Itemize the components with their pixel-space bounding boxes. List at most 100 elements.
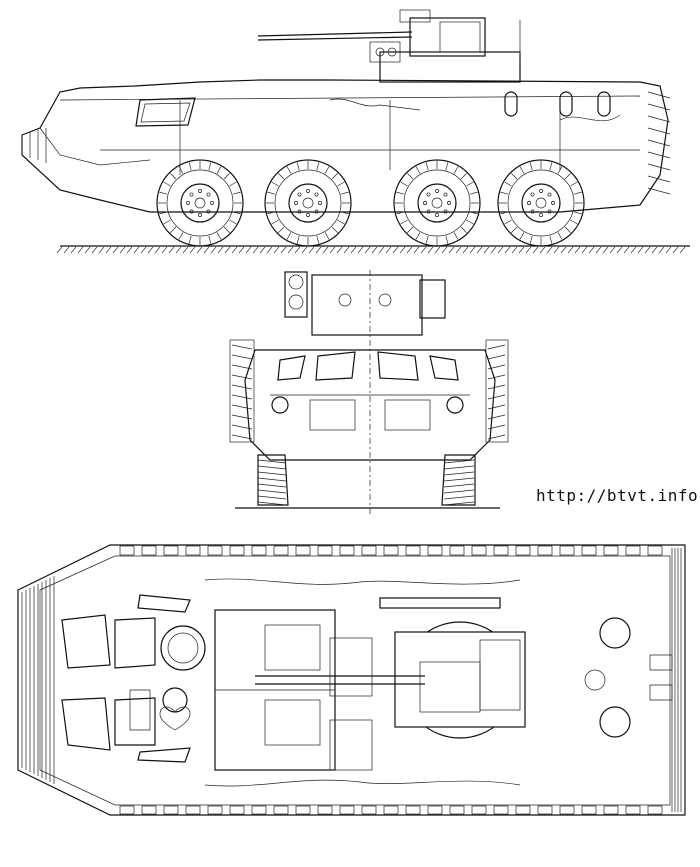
wheel-bolt	[530, 192, 535, 197]
wheel-tread	[271, 181, 279, 187]
rear-grille-slat	[647, 115, 671, 123]
wheel-tread	[232, 211, 241, 215]
ground-hatch-mark	[266, 246, 273, 254]
wheel-tread	[564, 226, 571, 233]
rear-grille-slat	[647, 187, 671, 195]
wheel-tread	[415, 166, 421, 174]
side-rail-block	[317, 545, 333, 556]
ground-hatch-mark	[154, 246, 161, 254]
side-rail-block	[515, 805, 531, 815]
side-rail-block	[207, 805, 223, 815]
wheel-bolt	[314, 209, 319, 214]
wheel-tread	[407, 173, 414, 180]
wheel-tread	[296, 162, 300, 171]
ground-hatch-mark	[77, 246, 84, 254]
wheel-tread	[529, 162, 533, 171]
top-hatch-front-right	[61, 697, 111, 751]
front-grille-slat-left	[231, 404, 253, 410]
front-grille-slat-right	[487, 414, 506, 420]
ground-hatch-mark	[343, 246, 350, 254]
wheel-tread	[425, 162, 429, 171]
wheel-tread	[163, 181, 171, 187]
side-rail-block	[581, 805, 597, 815]
wheel-tread	[407, 226, 414, 233]
wheel-tread	[445, 162, 449, 171]
wheel-tire	[497, 159, 585, 247]
front-grille-slat-left	[231, 394, 253, 400]
front-tire-left	[257, 454, 289, 506]
wheel-tread	[557, 232, 563, 240]
wheel-rim	[180, 183, 220, 223]
top-deck-grille-1	[264, 624, 321, 671]
front-grille-slat-right	[487, 424, 506, 430]
wheel-tread	[573, 211, 582, 215]
ground-hatch-mark	[182, 246, 189, 254]
ground-hatch-mark	[273, 246, 280, 254]
ground-hatch-mark	[196, 246, 203, 254]
turret-sight	[439, 21, 481, 53]
wheel-hub	[194, 197, 206, 209]
front-window-4	[429, 355, 459, 381]
side-rail-block	[207, 545, 223, 556]
wheel-tread	[170, 226, 177, 233]
side-cable	[559, 114, 621, 122]
ground-hatch-mark	[420, 246, 427, 254]
side-turret	[257, 9, 521, 83]
front-window-1	[277, 355, 306, 381]
top-turret-sight	[479, 639, 521, 711]
side-rail-block	[273, 545, 289, 556]
ground-hatch-mark	[175, 246, 182, 254]
side-rail-block	[251, 805, 267, 815]
top-deck-plate-2	[329, 719, 373, 771]
side-rail-block	[163, 545, 179, 556]
wheel-tread	[511, 173, 518, 180]
side-front-edge	[39, 127, 151, 166]
wheel-tread	[278, 226, 285, 233]
side-rail-block	[405, 545, 421, 556]
rear-grille-slat	[647, 139, 671, 147]
ground-hatch-mark	[280, 246, 287, 254]
side-rail-block	[141, 545, 157, 556]
wheel-bolt	[426, 209, 431, 214]
ground-hatch-mark	[525, 246, 532, 254]
wheel-tread	[188, 235, 192, 244]
top-rear-slats	[671, 548, 682, 812]
wheel-tread	[159, 191, 168, 195]
top-rear-hatch-1	[599, 617, 631, 649]
ground-hatch-mark	[427, 246, 434, 254]
rear-grille-slat	[647, 151, 671, 159]
wheel-bolt	[294, 201, 298, 205]
ground-hatch-mark	[616, 246, 623, 254]
ground-hatch-mark	[287, 246, 294, 254]
front-grille-slat-right	[487, 434, 506, 440]
ground-hatch-mark	[56, 246, 63, 254]
front-grille-slat-right	[487, 364, 506, 370]
ground-hatch-mark	[602, 246, 609, 254]
side-driver-window	[135, 97, 196, 127]
wheel-tread	[337, 219, 345, 225]
front-side-grilles	[229, 339, 509, 443]
wheel-bolt	[314, 192, 319, 197]
wheel-tread	[466, 219, 474, 225]
tread-left	[257, 465, 287, 470]
tread-left	[257, 483, 287, 488]
wheel-tire-inner	[166, 169, 234, 237]
ground-hatch-mark	[518, 246, 525, 254]
wheel-tread	[324, 166, 330, 174]
front-grille-slat-right	[487, 374, 506, 380]
wheel-bolt	[318, 201, 322, 205]
side-rail-block	[141, 805, 157, 815]
ground-hatch-mark	[140, 246, 147, 254]
side-rail-block	[493, 805, 509, 815]
side-rear-grille	[647, 91, 671, 195]
ground-hatch-mark	[588, 246, 595, 254]
tread-right	[443, 489, 475, 494]
wheel-tread	[557, 166, 563, 174]
front-window-3	[377, 351, 419, 381]
rear-grille-slat	[647, 91, 671, 99]
side-view	[21, 9, 690, 254]
turret-sight-top	[399, 9, 431, 23]
ground-hatch-mark	[476, 246, 483, 254]
wheel-tread	[460, 226, 467, 233]
ground-hatch-mark	[574, 246, 581, 254]
